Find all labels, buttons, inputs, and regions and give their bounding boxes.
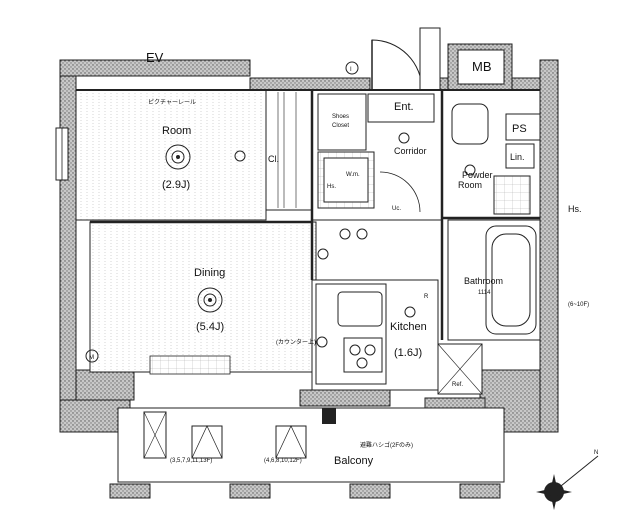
picture-rail-label: ピクチャーレール (148, 99, 196, 106)
washing-machine-label: W.m. (346, 172, 360, 178)
shoes-closet-label-2: Closet (332, 123, 349, 129)
closet-area (265, 89, 313, 211)
ev-label: EV (146, 50, 164, 65)
escape-ladder-label: 避難ハシゴ(2Fのみ) (360, 441, 413, 449)
corridor-label: Corridor (394, 146, 427, 156)
ps-label: PS (512, 123, 527, 135)
floors-left-label: (3,5,7,9,11,13F) (170, 458, 212, 464)
kitchen-label: Kitchen (390, 321, 427, 333)
counter-label: (カウンター上) (276, 338, 316, 346)
entrance-label: Ent. (394, 101, 414, 113)
closet-label: Cl. (268, 154, 279, 164)
north-label: N (594, 450, 598, 456)
entrance-door (371, 27, 441, 91)
i-mark: I (350, 67, 352, 73)
ref-label: Ref. (452, 382, 463, 388)
uc-label: Uc. (392, 206, 401, 212)
room-label: Room (162, 125, 191, 137)
powder-room-label-2: Room (458, 180, 482, 190)
linen-label: Lin. (510, 152, 525, 162)
m-mark: M (89, 355, 94, 361)
floors-right-label: (6~10F) (568, 302, 589, 308)
shoes-closet-label-1: Shoes (332, 114, 349, 120)
structural-walls (59, 43, 559, 433)
powder-room-area (441, 89, 541, 219)
hs-inner-label: Hs. (327, 184, 336, 190)
mb-label: MB (472, 59, 492, 74)
corridor-area (311, 89, 443, 221)
interior-walls (76, 89, 540, 340)
north-compass-icon (536, 455, 599, 510)
kitchen-area (311, 279, 483, 395)
bathroom-label: Bathroom (464, 276, 503, 286)
hs-right-label: Hs. (568, 204, 582, 214)
floors-mid-label: (4,6,8,10,12F) (264, 458, 302, 464)
room-area (75, 89, 267, 221)
left-window (55, 127, 69, 181)
balcony-label: Balcony (334, 455, 374, 467)
bathroom-area (447, 219, 541, 341)
dining-area (89, 221, 317, 375)
bath-size: 1114 (478, 290, 491, 296)
balcony-area (109, 407, 505, 499)
light-fixtures (85, 61, 476, 363)
dining-size: (5.4J) (196, 321, 224, 333)
kitchen-size: (1.6J) (394, 347, 422, 359)
r-mark: R (424, 294, 429, 300)
powder-room-label-1: Powder (462, 170, 493, 180)
dining-label: Dining (194, 267, 225, 279)
room-size: (2.9J) (162, 179, 190, 191)
